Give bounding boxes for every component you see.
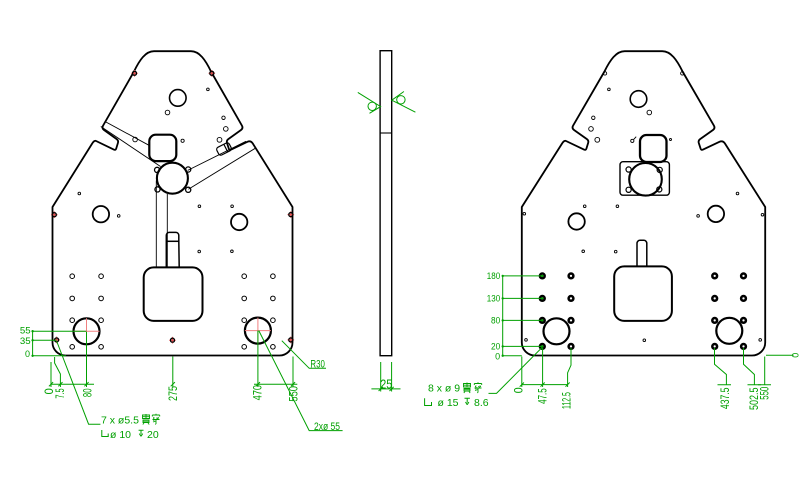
svg-text:2xø 55: 2xø 55: [314, 421, 340, 433]
svg-text:ø 10: ø 10: [110, 429, 131, 441]
svg-text:R30: R30: [310, 359, 325, 371]
svg-text:550: 550: [759, 386, 772, 399]
svg-text:0: 0: [43, 388, 56, 395]
svg-text:25: 25: [380, 377, 392, 391]
svg-text:80: 80: [491, 316, 500, 326]
svg-text:7.5: 7.5: [54, 388, 67, 399]
svg-text:550: 550: [287, 386, 300, 402]
svg-text:0: 0: [513, 387, 526, 393]
svg-text:437.5: 437.5: [720, 387, 733, 409]
svg-text:35: 35: [20, 336, 31, 346]
svg-text:80: 80: [82, 388, 95, 397]
svg-text:55: 55: [20, 325, 31, 335]
svg-text:180: 180: [487, 271, 500, 281]
svg-text:8.6: 8.6: [474, 397, 489, 409]
svg-text:0: 0: [790, 353, 800, 358]
svg-text:130: 130: [487, 294, 500, 304]
svg-text:0: 0: [495, 352, 500, 362]
svg-text:ø 15: ø 15: [438, 397, 459, 409]
svg-text:470: 470: [251, 385, 264, 401]
svg-text:502.5: 502.5: [748, 387, 762, 410]
svg-text:20: 20: [491, 342, 500, 352]
svg-text:8 x ø 9: 8 x ø 9: [428, 383, 460, 395]
svg-text:7 x ø5.5: 7 x ø5.5: [101, 415, 139, 427]
svg-text:275: 275: [167, 386, 181, 401]
svg-text:0: 0: [25, 349, 30, 359]
svg-text:47.5: 47.5: [537, 388, 550, 404]
svg-text:20: 20: [147, 429, 159, 441]
svg-text:112.5: 112.5: [561, 392, 574, 409]
